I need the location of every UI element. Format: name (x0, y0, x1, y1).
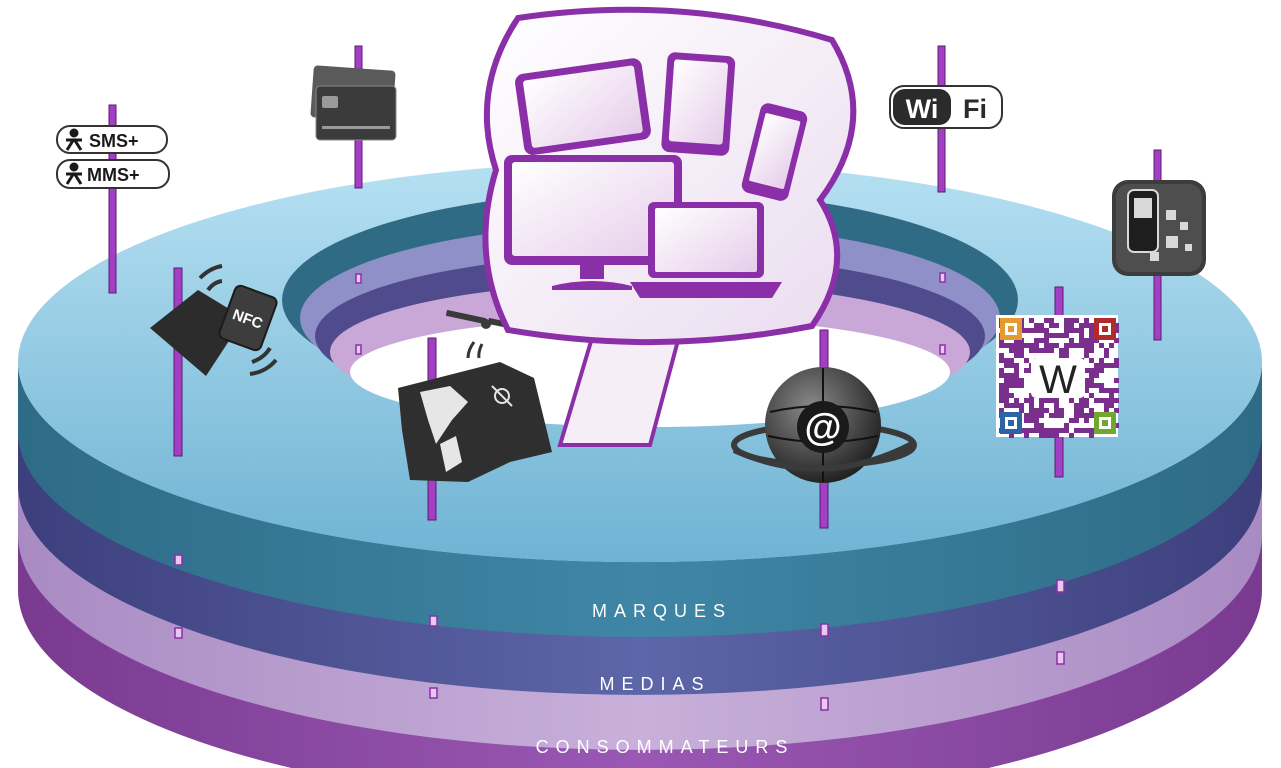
sms-label: SMS+ (89, 131, 139, 151)
layer-label-marques: MARQUES (592, 601, 732, 621)
tablet-portrait-icon (661, 52, 736, 156)
wifi-right-label: Fi (963, 94, 987, 124)
at-symbol: @ (804, 407, 841, 449)
layer-label-consommateurs: CONSOMMATEURS (536, 737, 795, 757)
wifi-left-label: Wi (906, 94, 939, 124)
qr-code-icon: W (996, 315, 1119, 438)
layer-label-medias: MEDIAS (599, 674, 710, 694)
laptop-icon (630, 202, 782, 298)
mms-label: MMS+ (87, 165, 140, 185)
mobile-app-icon (1112, 180, 1206, 276)
wifi-icon: Wi Fi (890, 86, 1002, 128)
qr-letter: W (1039, 358, 1077, 402)
credit-card-icon (310, 65, 396, 140)
pole-nfc (174, 268, 182, 456)
